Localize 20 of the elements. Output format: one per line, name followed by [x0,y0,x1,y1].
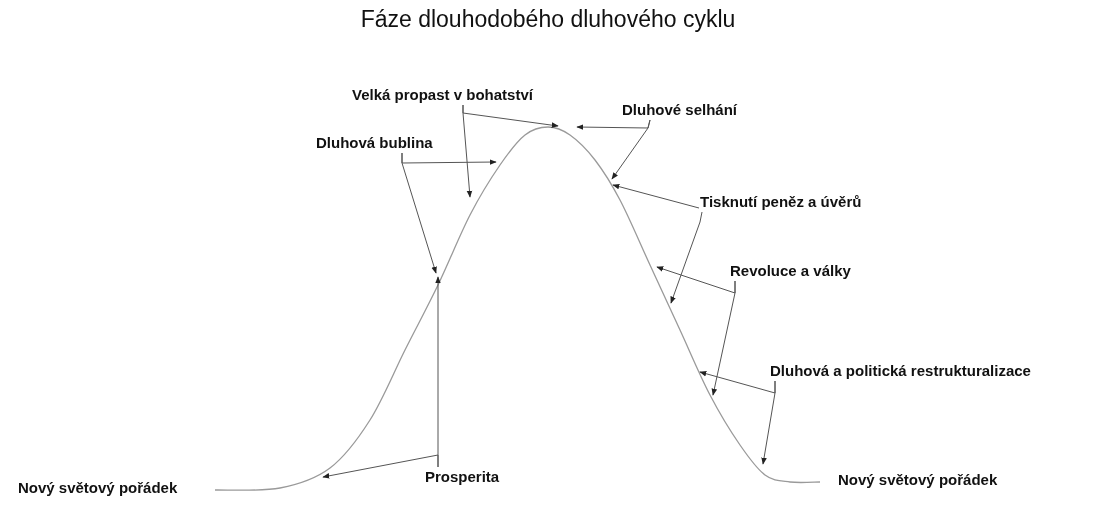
phase-label: Prosperita [425,468,500,486]
phase-label: Velká propast v bohatství [352,86,533,104]
leader-arrow [699,371,776,394]
phase-label: Dluhová bublina [316,134,433,152]
leader-arrow [322,454,439,479]
end-label: Nový světový pořádek [18,479,178,497]
leader-arrow [670,211,703,304]
leader-arrow [711,280,736,396]
leader-arrow [656,266,736,294]
leader-arrow [612,183,700,209]
phase-label: Dluhová a politická restrukturalizace [770,362,1031,380]
phase-label: Revoluce a války [730,262,851,280]
diagram-title: Fáze dlouhodobého dluhového cyklu [359,6,737,33]
leader-arrow [761,380,776,465]
leader-arrow [462,104,473,198]
leader-arrow [611,119,651,180]
phase-label: Dluhové selhání [622,101,738,119]
phase-label: Tisknutí peněz a úvěrů [700,193,862,211]
leader-arrow [401,152,437,274]
end-label: Nový světový pořádek [838,471,998,489]
